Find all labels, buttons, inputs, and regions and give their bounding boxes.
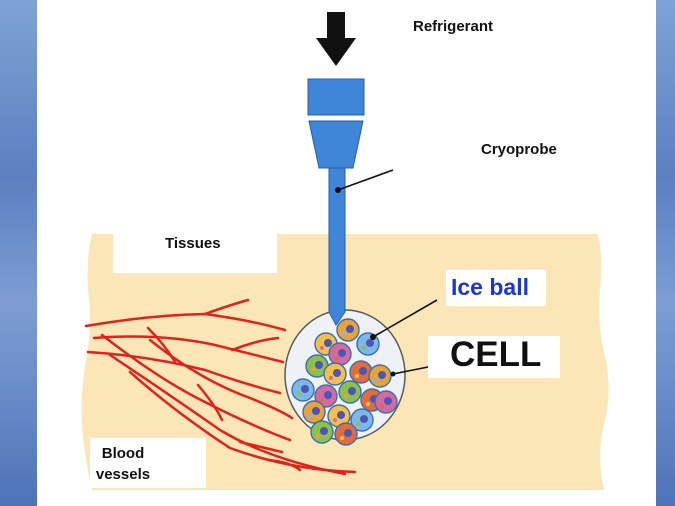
cell-cluster <box>291 318 398 446</box>
cell-nucleus <box>301 385 309 393</box>
cryoprobe-label: Cryoprobe <box>481 141 557 158</box>
cell-nucleus <box>320 427 328 435</box>
tissues-label: Tissues <box>165 235 221 252</box>
cell-label-box <box>428 336 560 378</box>
cell-organelle <box>316 434 320 438</box>
cryoprobe-pointer-dot <box>335 187 341 193</box>
cell-nucleus <box>384 397 392 405</box>
cell-nucleus <box>315 361 323 369</box>
cell-nucleus <box>348 387 356 395</box>
cell-nucleus <box>346 325 354 333</box>
cell-organelle <box>342 332 346 336</box>
cell-organelle <box>366 402 370 406</box>
cell-nucleus <box>324 339 332 347</box>
cell-organelle <box>297 392 301 396</box>
cell-nucleus <box>338 349 346 357</box>
cell-nucleus <box>378 371 386 379</box>
cell-nucleus <box>324 391 332 399</box>
cell-organelle <box>311 368 315 372</box>
cell-organelle <box>355 374 359 378</box>
blood-vessels-label: Blood vessels <box>95 445 151 483</box>
refrigerant-label: Refrigerant <box>413 18 494 35</box>
cell-organelle <box>329 376 333 380</box>
cell-nucleus <box>344 429 352 437</box>
cell-nucleus <box>366 339 374 347</box>
cell-pointer-dot <box>390 371 396 377</box>
cryoprobe <box>307 78 365 326</box>
cell-nucleus <box>360 415 368 423</box>
blood-vessels-label-box <box>90 438 206 488</box>
cell-organelle <box>344 394 348 398</box>
cell-organelle <box>362 346 366 350</box>
cell-organelle <box>308 414 312 418</box>
cell-organelle <box>320 398 324 402</box>
cell-nucleus <box>312 407 320 415</box>
iceball-label-box <box>446 270 546 306</box>
left-decorative-border <box>0 0 37 506</box>
cell-organelle <box>340 436 344 440</box>
cell-label: CELL <box>450 335 542 374</box>
cell-organelle <box>334 356 338 360</box>
cell-organelle <box>356 422 360 426</box>
cell-organelle <box>320 346 324 350</box>
iceball-label: Ice ball <box>451 274 529 300</box>
cell-organelle <box>374 378 378 382</box>
right-decorative-border <box>656 0 675 506</box>
refrigerant-arrow <box>316 12 356 66</box>
cell-nucleus <box>359 367 367 375</box>
tissues-label-box <box>113 232 277 273</box>
cell-organelle <box>333 418 337 422</box>
iceball-pointer-dot <box>370 334 376 340</box>
cell-nucleus <box>337 411 345 419</box>
blood-vessels <box>84 298 357 476</box>
cell-organelle <box>380 404 384 408</box>
cell-nucleus <box>333 369 341 377</box>
callout-lines <box>337 169 438 375</box>
